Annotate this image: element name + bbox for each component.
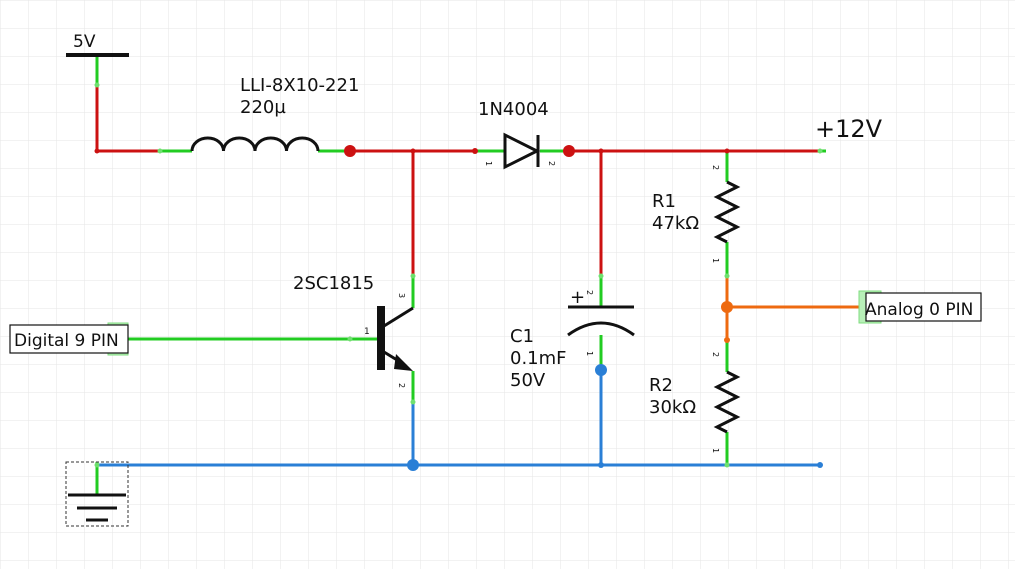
r2-pin-top: 2 xyxy=(711,352,720,357)
transistor-part-label: 2SC1815 xyxy=(293,273,374,294)
capacitor-pin-positive: 2 xyxy=(585,290,594,295)
capacitor-polarity: + xyxy=(570,287,585,308)
capacitor[interactable]: + C1 0.1mF 50V 2 1 xyxy=(510,287,635,391)
r2-pin-bottom: 1 xyxy=(711,448,720,453)
junction-5v-corner xyxy=(94,148,100,154)
junction-diode-in xyxy=(472,148,478,154)
junction-dots xyxy=(94,145,823,471)
r1-pin-bottom: 1 xyxy=(711,258,720,263)
junction-r2-top xyxy=(724,337,730,343)
junction-r1-top xyxy=(724,148,730,154)
inductor[interactable]: LLI-8X10-221 220µ xyxy=(190,75,359,152)
pin-endpoints xyxy=(94,82,823,468)
ground-symbol[interactable] xyxy=(65,461,129,527)
junction-inductor-out xyxy=(344,145,356,157)
r2-ref-label: R2 xyxy=(649,375,673,396)
port-analog-0[interactable]: Analog 0 PIN xyxy=(858,290,982,324)
diode[interactable]: 1N4004 1 2 xyxy=(478,99,556,170)
junction-divider xyxy=(721,301,733,313)
wire-net-ground[interactable] xyxy=(97,370,820,467)
capacitor-ref-label: C1 xyxy=(510,326,534,347)
junction-collector xyxy=(410,148,416,154)
transistor-pin-base: 1 xyxy=(364,327,370,337)
r1-value-label: 47kΩ xyxy=(652,213,699,234)
capacitor-value-label: 0.1mF xyxy=(510,348,567,369)
junction-cap-bottom xyxy=(595,364,607,376)
supply-5v-symbol[interactable]: 5V xyxy=(66,32,129,57)
port-digital-9[interactable]: Digital 9 PIN xyxy=(9,322,129,356)
port-analog-0-label: Analog 0 PIN xyxy=(865,300,973,320)
diode-part-label: 1N4004 xyxy=(478,99,549,120)
r1-pin-top: 2 xyxy=(711,165,720,170)
junction-ground-cap xyxy=(598,462,604,468)
junction-cap-top xyxy=(598,148,604,154)
resistor-r1[interactable]: R1 47kΩ 2 1 xyxy=(652,165,741,263)
transistor[interactable]: 2SC1815 1 3 2 xyxy=(293,273,414,388)
junction-ground-emitter xyxy=(407,459,419,471)
r2-value-label: 30kΩ xyxy=(649,397,696,418)
junction-diode-out xyxy=(563,145,575,157)
capacitor-pin-negative: 1 xyxy=(585,351,594,356)
capacitor-voltage-label: 50V xyxy=(510,370,546,391)
inductor-value-label: 220µ xyxy=(240,97,286,118)
pin-leads xyxy=(95,56,826,494)
diode-pin-cathode: 2 xyxy=(547,161,556,166)
transistor-pin-emitter: 2 xyxy=(397,383,406,388)
junction-ground-end xyxy=(817,462,823,468)
supply-5v-label: 5V xyxy=(73,32,96,52)
inductor-part-label: LLI-8X10-221 xyxy=(240,75,359,96)
diode-pin-anode: 1 xyxy=(484,161,493,166)
r1-ref-label: R1 xyxy=(652,191,676,212)
transistor-pin-collector: 3 xyxy=(397,293,406,298)
supply-12v-label: +12V xyxy=(815,115,883,143)
port-digital-9-label: Digital 9 PIN xyxy=(14,331,119,351)
resistor-r2[interactable]: R2 30kΩ 2 1 xyxy=(649,352,741,453)
